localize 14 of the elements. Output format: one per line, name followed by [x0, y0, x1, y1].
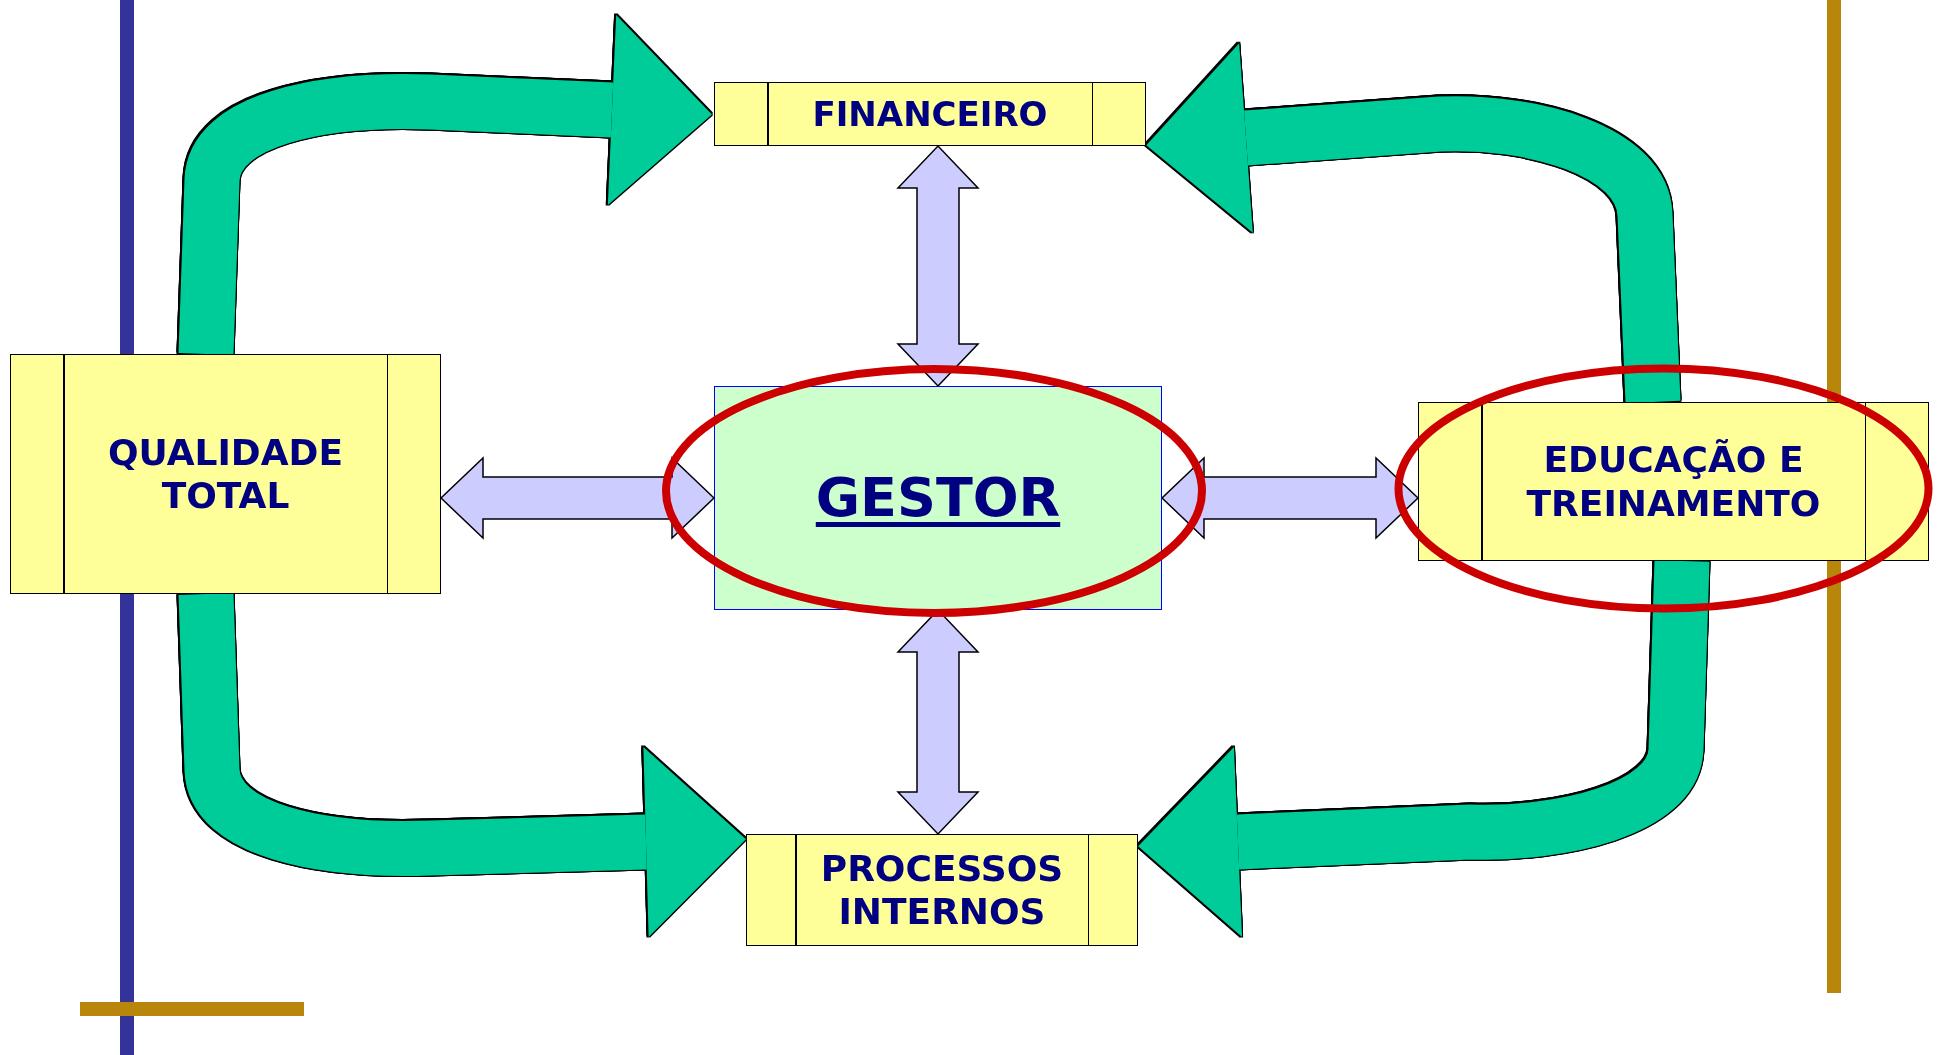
double-arrow: [1160, 456, 1420, 540]
node-label: EDUCAÇÃO E TREINAMENTO: [1525, 438, 1822, 525]
node-label: GESTOR: [815, 465, 1061, 531]
double-arrow: [896, 144, 980, 388]
process-box: [1418, 402, 1929, 561]
curved-arrow: [1146, 43, 1681, 404]
process-box: [10, 354, 441, 594]
node-label: FINANCEIRO: [812, 93, 1048, 135]
double-arrow: [439, 456, 716, 540]
node-label: PROCESSOS INTERNOS: [819, 846, 1065, 934]
process-box: [714, 386, 1162, 610]
node-label: QUALIDADE TOTAL: [106, 430, 345, 518]
process-box: [714, 82, 1146, 146]
process-box: [746, 834, 1138, 946]
